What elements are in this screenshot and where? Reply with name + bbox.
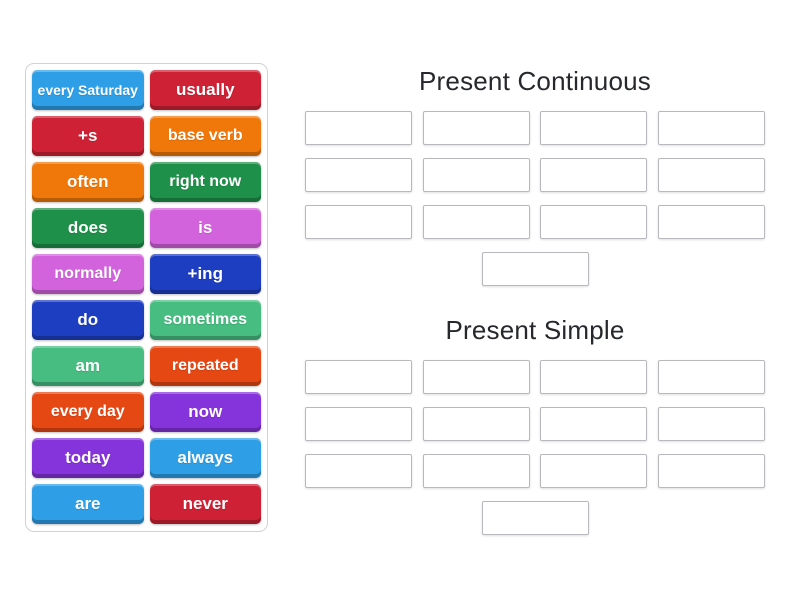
word-tile[interactable]: never xyxy=(149,484,261,524)
drop-slot-row xyxy=(305,501,765,535)
word-tile[interactable]: repeated xyxy=(149,346,261,386)
drop-slot[interactable] xyxy=(305,205,412,239)
drop-slot-row xyxy=(305,158,765,192)
word-tile[interactable]: right now xyxy=(149,162,261,202)
drop-slot[interactable] xyxy=(305,454,412,488)
drop-slot-row xyxy=(305,360,765,394)
drop-slot[interactable] xyxy=(481,501,589,535)
drop-slot[interactable] xyxy=(657,111,765,145)
word-tile[interactable]: always xyxy=(149,438,261,478)
drop-slot-row xyxy=(305,111,765,145)
drop-slot[interactable] xyxy=(422,454,530,488)
drop-slot[interactable] xyxy=(657,158,765,192)
word-tile[interactable]: every day xyxy=(32,392,144,432)
word-tile[interactable]: base verb xyxy=(149,116,261,156)
drop-slot[interactable] xyxy=(657,360,765,394)
group-title-present-continuous: Present Continuous xyxy=(419,66,651,96)
group-present-simple: Present Simple xyxy=(305,311,765,535)
group-present-continuous: Present Continuous xyxy=(305,62,765,286)
word-tile[interactable]: am xyxy=(32,346,144,386)
drop-slot[interactable] xyxy=(657,407,765,441)
word-tile[interactable]: often xyxy=(32,162,144,202)
word-tile[interactable]: do xyxy=(32,300,144,340)
drop-slot[interactable] xyxy=(422,111,530,145)
word-tile[interactable]: does xyxy=(32,208,144,248)
drop-slot[interactable] xyxy=(540,111,648,145)
drop-slot[interactable] xyxy=(305,111,412,145)
drop-slot[interactable] xyxy=(422,407,530,441)
word-tile[interactable]: today xyxy=(32,438,144,478)
drop-slot-grid xyxy=(305,111,765,286)
drop-slot-grid xyxy=(305,360,765,535)
drop-slot[interactable] xyxy=(540,205,648,239)
drop-slot[interactable] xyxy=(305,158,412,192)
drop-slot-row xyxy=(305,252,765,286)
word-tile[interactable]: now xyxy=(149,392,261,432)
drop-slot[interactable] xyxy=(422,158,530,192)
drop-slot[interactable] xyxy=(657,454,765,488)
drop-slot[interactable] xyxy=(540,407,648,441)
word-tile[interactable]: every Saturday xyxy=(32,70,144,110)
group-title-present-simple: Present Simple xyxy=(445,315,625,345)
word-tile[interactable]: usually xyxy=(149,70,261,110)
drop-slot[interactable] xyxy=(422,360,530,394)
word-tile[interactable]: are xyxy=(32,484,144,524)
word-tile[interactable]: is xyxy=(149,208,261,248)
word-tile[interactable]: +s xyxy=(32,116,144,156)
drop-slot[interactable] xyxy=(422,205,530,239)
word-tile[interactable]: sometimes xyxy=(149,300,261,340)
word-tile[interactable]: +ing xyxy=(149,254,261,294)
drop-slot[interactable] xyxy=(540,360,648,394)
drop-slot[interactable] xyxy=(305,360,412,394)
drop-slot-row xyxy=(305,205,765,239)
drop-slot[interactable] xyxy=(540,158,648,192)
drop-slot[interactable] xyxy=(540,454,648,488)
drop-slot[interactable] xyxy=(657,205,765,239)
drop-slot[interactable] xyxy=(305,407,412,441)
word-tile[interactable]: normally xyxy=(32,254,144,294)
drop-slot[interactable] xyxy=(481,252,589,286)
drop-slot-row xyxy=(305,407,765,441)
drop-slot-row xyxy=(305,454,765,488)
